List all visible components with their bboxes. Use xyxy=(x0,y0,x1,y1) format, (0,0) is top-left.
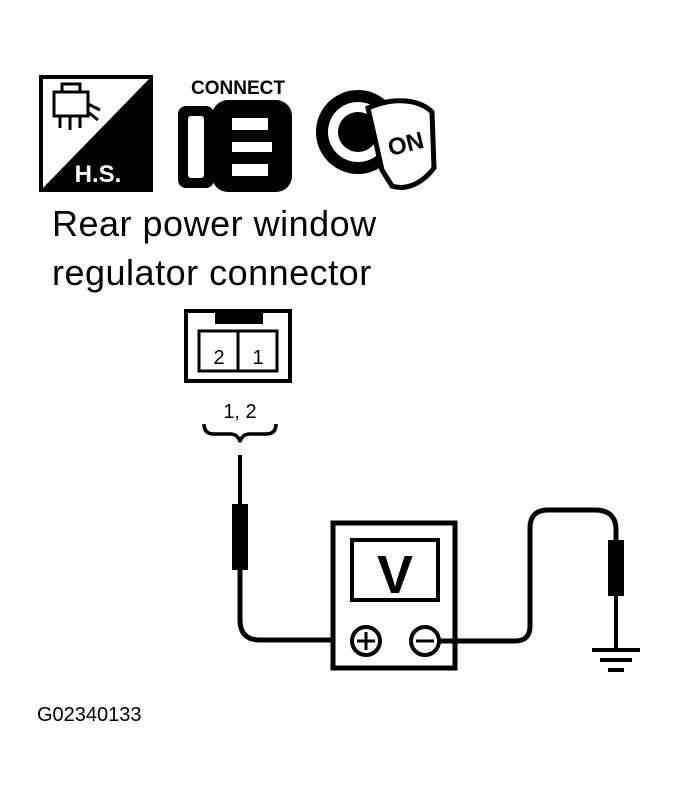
connect-label: CONNECT xyxy=(191,78,285,99)
voltmeter: V xyxy=(330,520,458,671)
title-line-2: regulator connector xyxy=(52,252,372,293)
ground-icon xyxy=(592,648,640,672)
pin-2-label: 2 xyxy=(213,347,224,369)
connect-icon: CONNECT xyxy=(178,78,292,192)
title-line-1: Rear power window xyxy=(52,203,377,244)
harness-side-icon: H.S. xyxy=(39,75,153,192)
minus-terminal-icon xyxy=(409,625,441,657)
plus-terminal-icon xyxy=(350,625,382,657)
connector-sketch-icon xyxy=(52,82,101,130)
ignition-on-icon: ON xyxy=(316,90,437,190)
figure-id: G02340133 xyxy=(37,704,142,726)
connector-face: 2 1 xyxy=(184,309,292,383)
pin-1-label: 1 xyxy=(252,347,263,369)
pins-label: 1, 2 xyxy=(223,401,256,423)
positive-probe xyxy=(232,455,346,643)
pins-brace xyxy=(202,423,278,443)
meter-label: V xyxy=(377,545,413,605)
harness-label: H.S. xyxy=(75,161,122,188)
negative-lead xyxy=(439,507,624,648)
